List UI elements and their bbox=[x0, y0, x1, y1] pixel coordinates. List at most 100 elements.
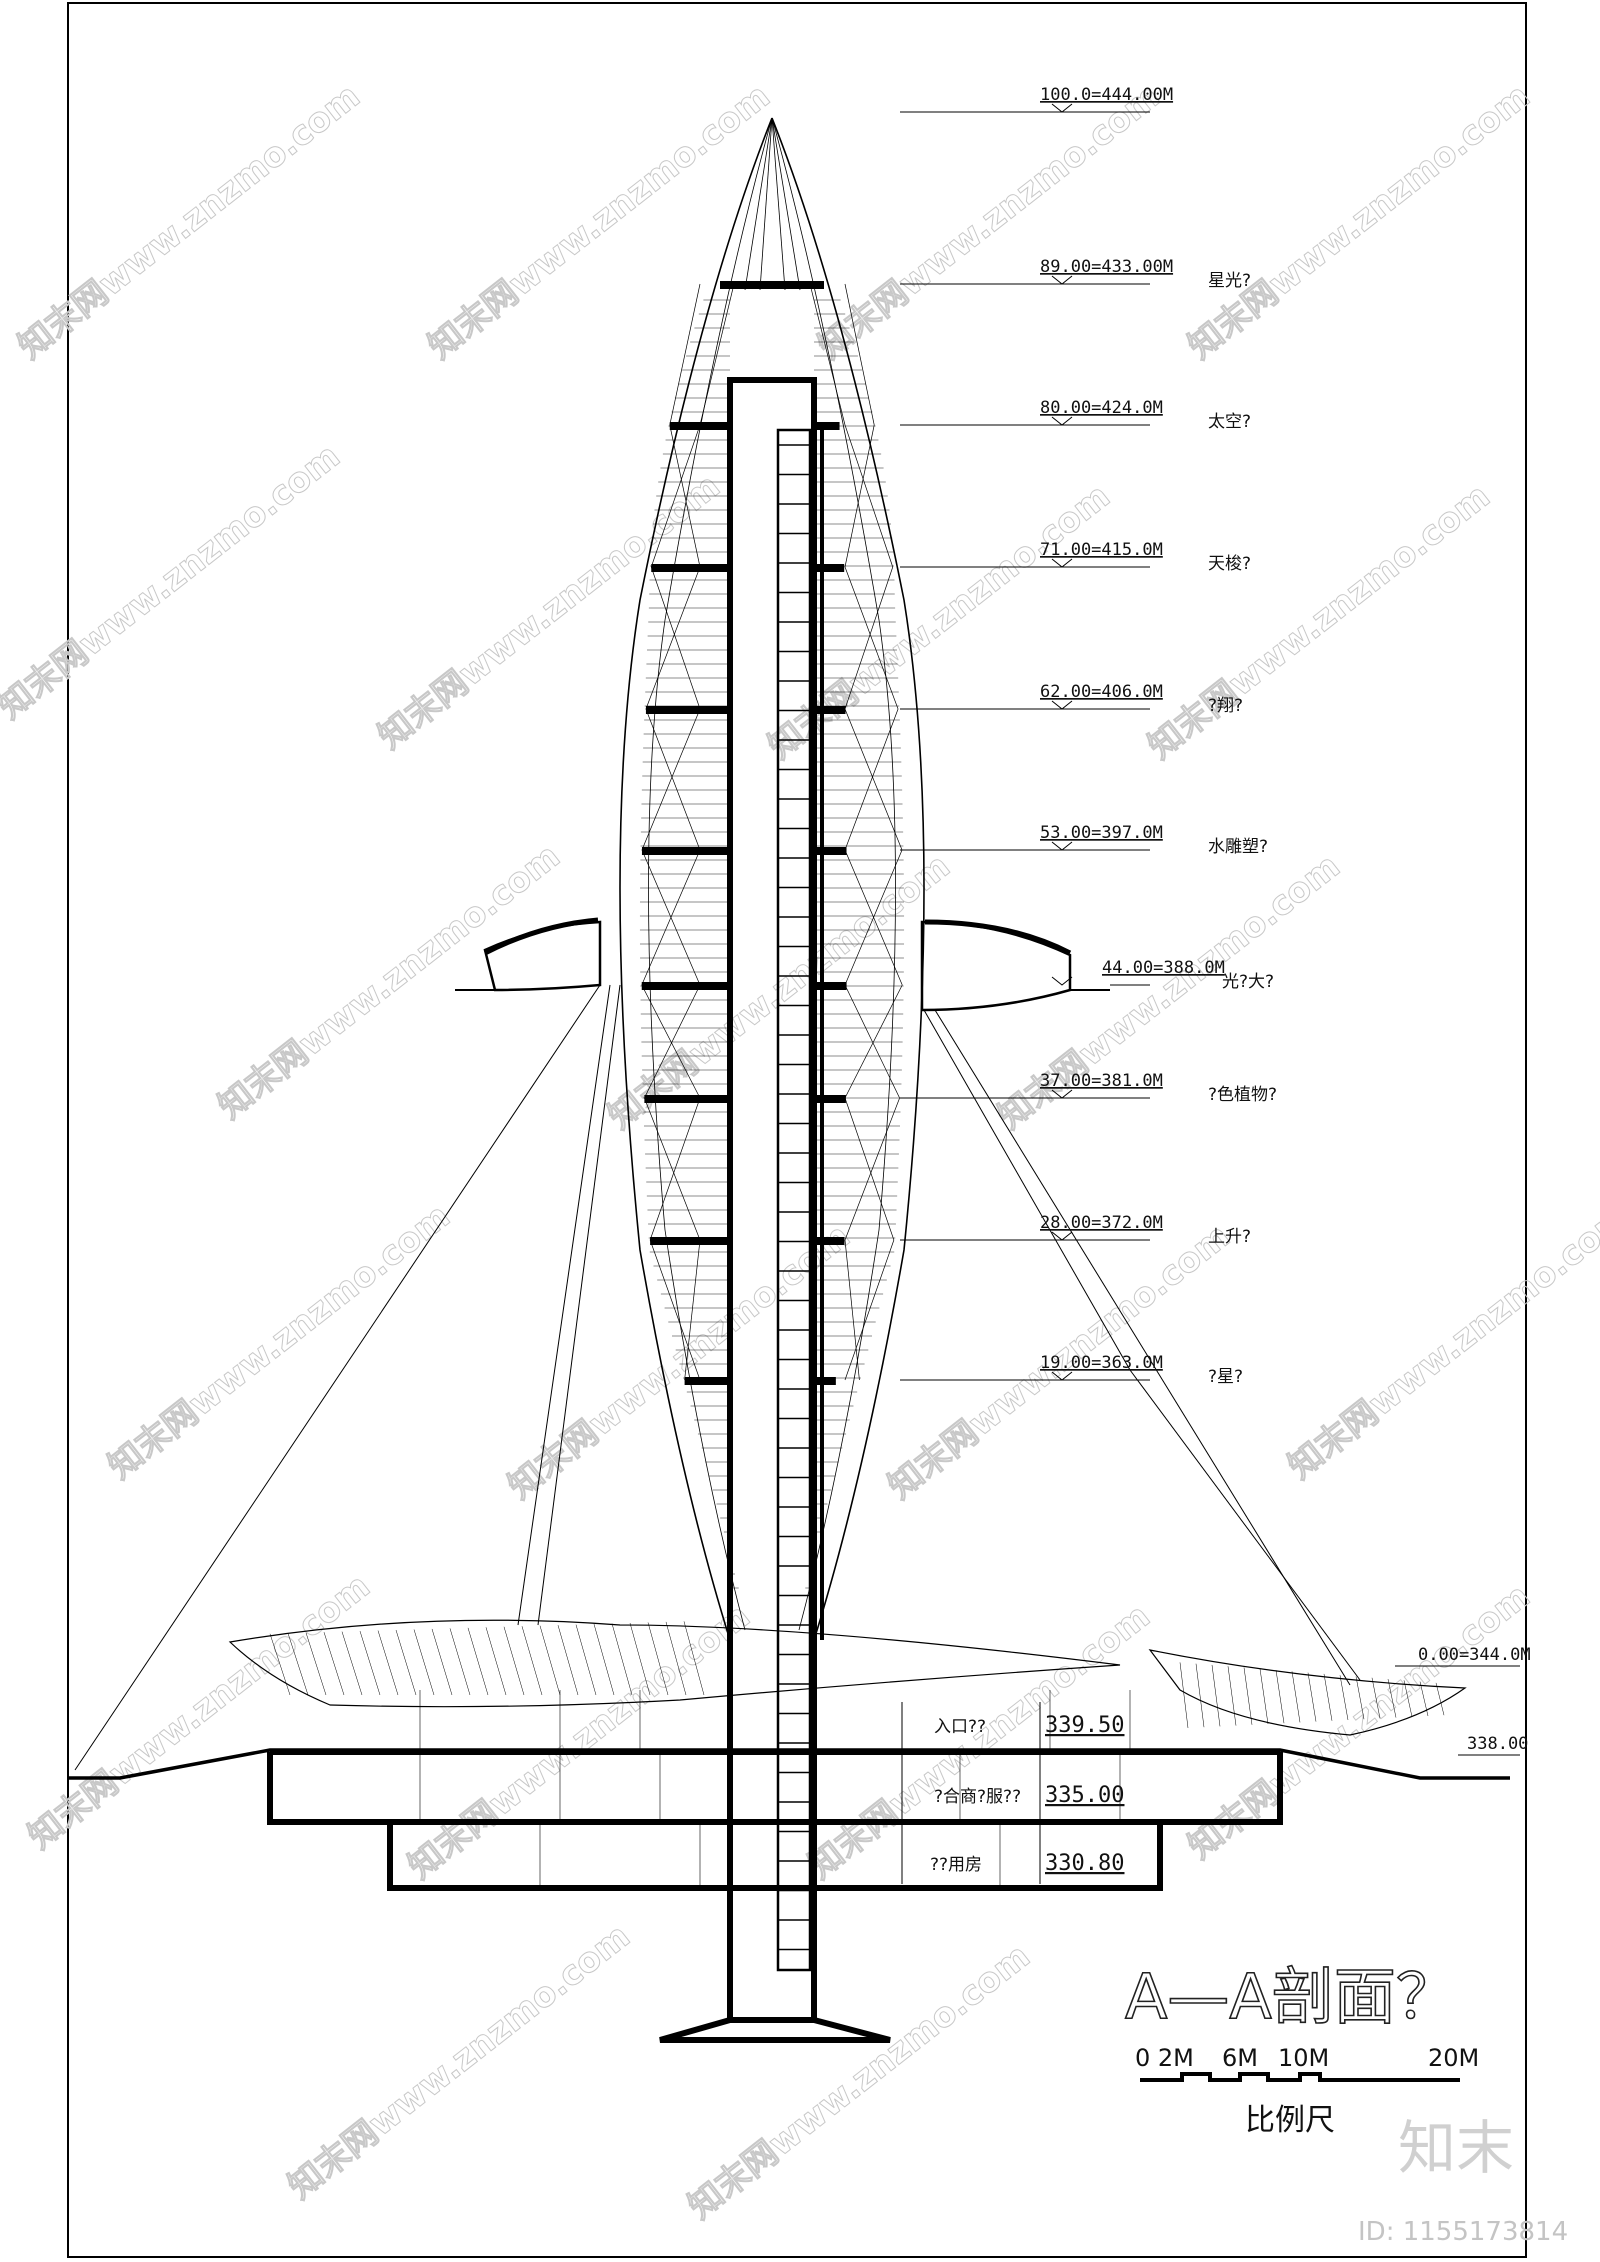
cross-brace bbox=[649, 1239, 701, 1381]
cone-line bbox=[744, 117, 773, 291]
roof-rib bbox=[1419, 1681, 1429, 1717]
cone-line bbox=[771, 117, 786, 291]
scale-label: 0 2M bbox=[1135, 2044, 1194, 2072]
watermark-text: 知末网www.znzmo.com bbox=[991, 846, 1348, 1137]
watermark-text: 知末网www.znzmo.com bbox=[501, 1216, 858, 1507]
floor-slab bbox=[641, 982, 730, 990]
tower-structure bbox=[68, 117, 1510, 2043]
cross-brace bbox=[844, 708, 899, 851]
left-roof-shell bbox=[228, 1619, 1121, 1708]
roof-rib bbox=[1435, 1682, 1445, 1716]
level-elevation-label: 19.00=363.0M bbox=[1040, 1353, 1163, 1373]
room-elevation: 335.00 bbox=[1045, 1783, 1124, 1808]
stay-cable bbox=[537, 984, 621, 1626]
roof-rib bbox=[593, 1624, 615, 1696]
roof-rib bbox=[1339, 1675, 1349, 1721]
level-name-label: 太空? bbox=[1208, 412, 1251, 432]
watermark-text: 知末网www.znzmo.com bbox=[401, 1596, 758, 1887]
watermark-text: 知末网www.znzmo.com bbox=[681, 1936, 1038, 2227]
roof-rib bbox=[1275, 1670, 1285, 1724]
roof-rib bbox=[539, 1625, 561, 1696]
roof-rib bbox=[683, 1621, 705, 1696]
watermark-text: 知末网www.znzmo.com bbox=[1281, 1196, 1600, 1487]
roof-rib bbox=[485, 1627, 507, 1696]
watermark-text: 知末网www.znzmo.com bbox=[811, 76, 1168, 367]
right-pod-arc bbox=[924, 919, 1072, 956]
watermark-text: 知末网www.znzmo.com bbox=[21, 1566, 378, 1857]
scale-label: 10M bbox=[1278, 2044, 1329, 2072]
roof-rib bbox=[431, 1628, 453, 1696]
roof-rib bbox=[377, 1630, 399, 1696]
plaza-elevation-label: 0.00=344.0M bbox=[1418, 1645, 1531, 1665]
roof-rib bbox=[449, 1628, 471, 1696]
level-elevation-label: 44.00=388.0M bbox=[1102, 958, 1225, 978]
level-marker-icon bbox=[1051, 841, 1073, 851]
stay-cable bbox=[923, 1009, 1131, 1371]
left-pod-arc bbox=[483, 917, 599, 956]
level-marker-icon bbox=[1051, 1371, 1073, 1381]
section-title: A—A剖面？ bbox=[1125, 1960, 1458, 2033]
roof-rib bbox=[395, 1629, 417, 1696]
roof-rib bbox=[1227, 1666, 1237, 1726]
room-name: 入口?? bbox=[934, 1717, 986, 1737]
roof-rib bbox=[341, 1631, 363, 1696]
spindle-rib bbox=[771, 117, 896, 1631]
roof-rib bbox=[575, 1624, 597, 1696]
watermark-text: 知末网www.znzmo.com bbox=[281, 1916, 638, 2207]
spindle-left-outline bbox=[619, 117, 773, 1641]
floor-slab bbox=[814, 422, 840, 430]
level-marker-icon bbox=[1051, 103, 1073, 113]
level-marker-icon bbox=[1051, 275, 1073, 285]
cross-brace bbox=[650, 566, 701, 710]
roof-rib bbox=[1355, 1676, 1365, 1720]
roof-rib bbox=[1291, 1671, 1301, 1723]
floor-slab bbox=[684, 1377, 730, 1385]
level-marker-icon bbox=[1051, 700, 1073, 710]
cone-line bbox=[759, 117, 773, 291]
cone-line bbox=[771, 117, 801, 291]
scale-label: 20M bbox=[1428, 2044, 1479, 2072]
grade-elevation-label: 338.00 bbox=[1467, 1734, 1528, 1754]
level-elevation-label: 37.00=381.0M bbox=[1040, 1071, 1163, 1091]
core-shaft-outer bbox=[727, 377, 817, 2023]
cross-brace bbox=[669, 283, 701, 426]
cross-brace bbox=[684, 1239, 701, 1381]
cross-brace bbox=[641, 984, 701, 1099]
roof-rib bbox=[611, 1623, 633, 1696]
level-name-label: 光?大? bbox=[1222, 972, 1274, 992]
cross-brace bbox=[844, 1239, 895, 1381]
roof-rib bbox=[1307, 1672, 1317, 1722]
level-name-label: 星光? bbox=[1208, 271, 1251, 291]
level-marker-icon bbox=[1051, 558, 1073, 568]
floor-slab bbox=[644, 1095, 730, 1103]
basement-room-labels: 入口?? 339.50 ?合商?服?? 335.00 ??用房 330.80 bbox=[901, 1702, 1124, 1884]
cross-brace bbox=[844, 424, 894, 568]
core-shaft-inner bbox=[776, 428, 812, 1972]
watermark-text: 知末网www.znzmo.com bbox=[1141, 476, 1498, 767]
floor-slab bbox=[814, 564, 845, 572]
room-name: ??用房 bbox=[930, 1855, 982, 1875]
roof-rib bbox=[557, 1625, 579, 1696]
basement-lower bbox=[387, 1822, 1163, 1891]
roof-rib bbox=[323, 1632, 345, 1696]
cross-brace bbox=[844, 283, 875, 426]
floor-slab bbox=[814, 982, 847, 990]
right-roof-shell bbox=[1148, 1649, 1467, 1736]
spindle-rib bbox=[648, 117, 773, 1631]
watermark-text: 知末网www.znzmo.com bbox=[421, 76, 778, 367]
roof-rib bbox=[467, 1627, 489, 1696]
stay-cable bbox=[1129, 1369, 1361, 1681]
watermark-text: 知末网www.znzmo.com bbox=[801, 1596, 1158, 1887]
level-name-label: 天梭? bbox=[1208, 554, 1251, 574]
level-elevation-label: 28.00=372.0M bbox=[1040, 1213, 1163, 1233]
level-elevation-label: 53.00=397.0M bbox=[1040, 823, 1163, 843]
roof-rib bbox=[1323, 1673, 1333, 1721]
brand-logo: 知末 bbox=[1398, 2114, 1514, 2182]
ground-level-marks: 0.00=344.0M 338.00 bbox=[1395, 1645, 1531, 1756]
stay-cable bbox=[517, 984, 611, 1626]
watermark-text: 知末网www.znzmo.com bbox=[0, 436, 348, 727]
foundation bbox=[659, 2017, 891, 2043]
cross-brace bbox=[844, 1097, 900, 1241]
